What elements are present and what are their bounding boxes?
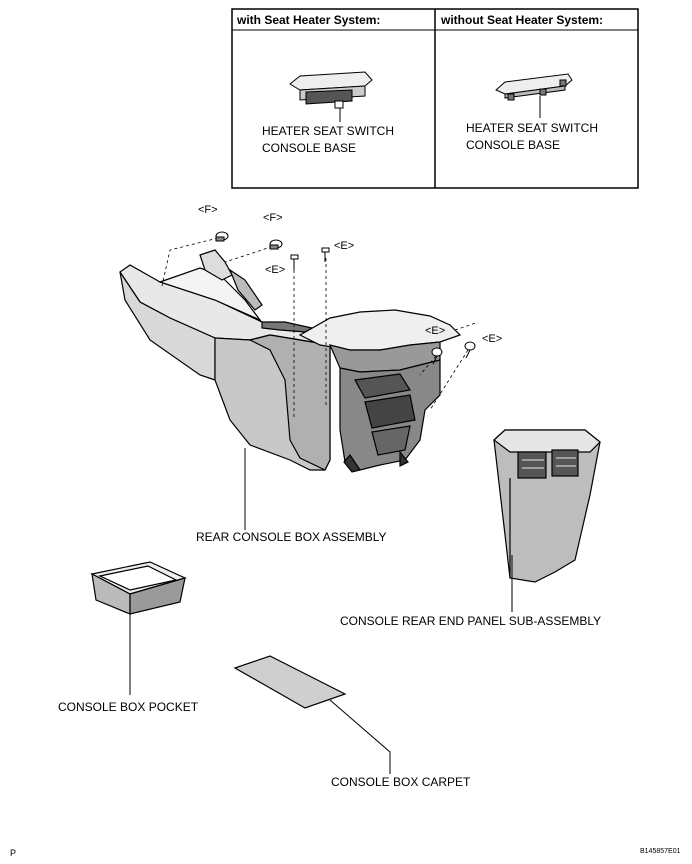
inset-right-header: without Seat Heater System: bbox=[441, 13, 604, 27]
console-rear-end-panel bbox=[493, 429, 601, 583]
label-box-carpet: CONSOLE BOX CARPET bbox=[331, 775, 471, 789]
leader-box-carpet bbox=[329, 699, 391, 774]
inset-left-label-line1: HEATER SEAT SWITCH bbox=[262, 124, 395, 138]
label-rear-console-box: REAR CONSOLE BOX ASSEMBLY bbox=[196, 530, 387, 544]
fastener-tag-e3: <E> bbox=[425, 325, 446, 337]
inset-right-label-line1: HEATER SEAT SWITCH bbox=[466, 121, 599, 135]
fastener-e2 bbox=[321, 247, 330, 262]
inset-left-label-line2: CONSOLE BASE bbox=[262, 141, 357, 155]
fastener-f2 bbox=[269, 239, 283, 250]
fastener-f1 bbox=[215, 231, 229, 242]
fastener-e3 bbox=[431, 347, 443, 365]
rear-console-box-assembly bbox=[119, 249, 462, 473]
console-box-pocket bbox=[90, 561, 187, 615]
inset-right-label-line2: CONSOLE BASE bbox=[466, 138, 561, 152]
fastener-tag-e1: <E> bbox=[265, 264, 286, 276]
inset-box bbox=[231, 8, 639, 189]
fastener-tag-e2: <E> bbox=[334, 240, 355, 252]
inset-left-header: with Seat Heater System: bbox=[237, 13, 381, 27]
fastener-e4 bbox=[464, 341, 476, 359]
fastener-e1 bbox=[290, 254, 299, 270]
label-box-pocket: CONSOLE BOX POCKET bbox=[58, 700, 199, 714]
console-box-carpet bbox=[233, 655, 347, 709]
heater-switch-base-with-heater bbox=[289, 71, 373, 122]
footer-left-mark: P bbox=[10, 848, 17, 858]
fasteners bbox=[215, 231, 476, 365]
label-rear-end-panel: CONSOLE REAR END PANEL SUB-ASSEMBLY bbox=[340, 614, 602, 628]
figure-id: B145857E01 bbox=[640, 848, 681, 855]
fastener-tag-f2: <F> bbox=[263, 212, 283, 224]
fastener-leader-lines bbox=[161, 237, 479, 420]
fastener-tag-f1: <F> bbox=[198, 204, 218, 216]
fastener-tag-e4: <E> bbox=[482, 333, 503, 345]
heater-switch-base-without-heater bbox=[495, 73, 573, 118]
